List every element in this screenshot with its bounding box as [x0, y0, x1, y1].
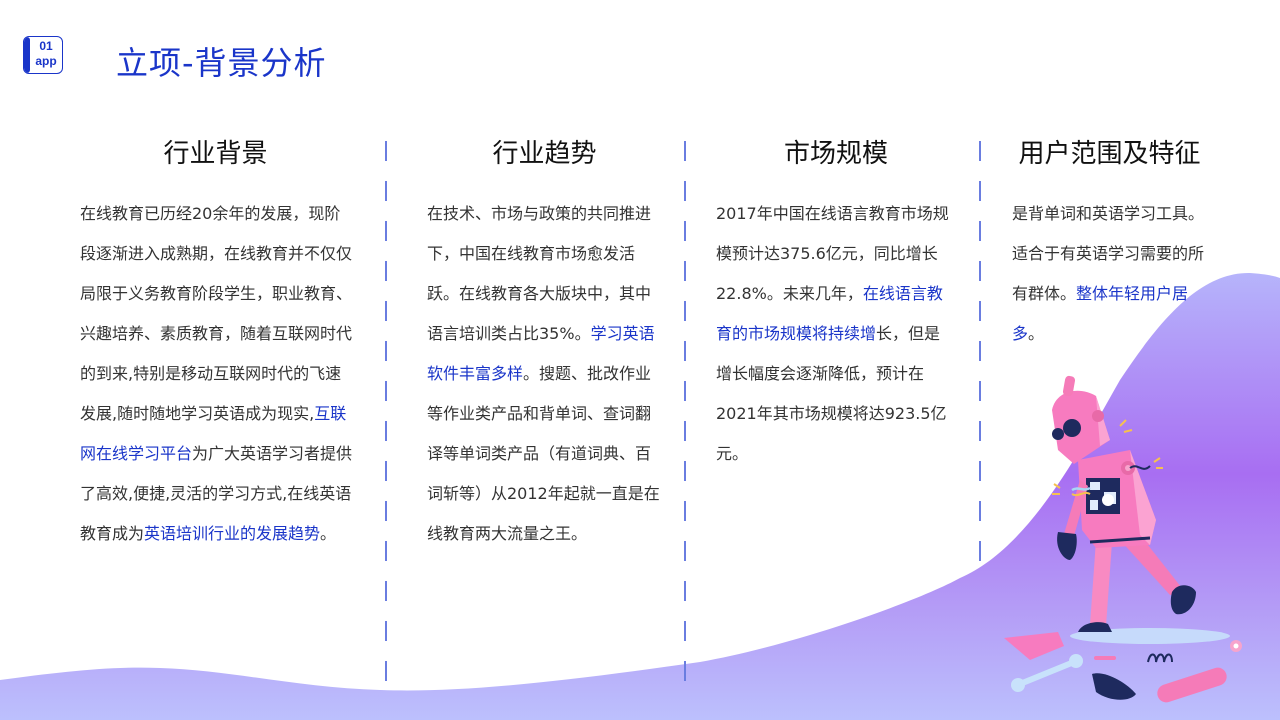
- broken-robot-illustration: [1004, 375, 1242, 703]
- column-body: 2017年中国在线语言教育市场规模预计达375.6亿元，同比增长22.8%。未来…: [716, 194, 956, 474]
- highlight-text: 互联网在线学习平台: [80, 404, 347, 463]
- highlight-text: 在线语言教育的市场规模将持续增: [716, 284, 943, 343]
- column-industry-trend: 行业趋势 在技术、市场与政策的共同推进下，中国在线教育市场愈发活跃。在线教育各大…: [427, 136, 662, 554]
- column-divider: [684, 141, 686, 681]
- body-text: 2017年中国在线语言教育市场规模预计达375.6亿元，同比增长22.8%。未来…: [716, 204, 949, 303]
- column-title: 行业趋势: [492, 139, 597, 169]
- column-industry-background: 行业背景 在线教育已历经20余年的发展，现阶段逐渐进入成熟期，在线教育并不仅仅局…: [80, 136, 355, 554]
- highlight-text: 学习英语软件丰富多样: [427, 324, 655, 383]
- page-title: 立项-背景分析: [116, 44, 327, 82]
- column-title: 用户范围及特征: [1018, 139, 1201, 169]
- body-text: 在线教育已历经20余年的发展，现阶段逐渐进入成熟期，在线教育并不仅仅局限于义务教…: [80, 204, 353, 423]
- body-text: 。: [1028, 324, 1045, 343]
- body-text: 。: [320, 524, 337, 543]
- column-market-size: 市场规模 2017年中国在线语言教育市场规模预计达375.6亿元，同比增长22.…: [716, 136, 956, 474]
- column-user-profile: 用户范围及特征 是背单词和英语学习工具。适合于有英语学习需要的所有群体。整体年轻…: [1012, 136, 1212, 354]
- highlight-text: 整体年轻用户居多: [1012, 284, 1189, 343]
- column-divider: [979, 141, 981, 571]
- column-title: 行业背景: [163, 139, 268, 169]
- column-title: 市场规模: [783, 139, 888, 169]
- body-text: 。搜题、批改作业等作业类产品和背单词、查词翻译等单词类产品（有道词典、百词斩等）…: [427, 364, 660, 543]
- column-divider: [385, 141, 387, 681]
- badge-text: 01 app: [32, 39, 60, 69]
- badge-number: 01: [39, 39, 53, 53]
- highlight-text: 英语培训行业的发展趋势: [144, 524, 321, 543]
- badge-label: app: [35, 54, 57, 68]
- body-text: 长，但是增长幅度会逐渐降低，预计在2021年其市场规模将达923.5亿元。: [716, 324, 947, 463]
- body-text: 是背单词和英语学习工具。适合于有英语学习需要的所有群体。: [1012, 204, 1205, 303]
- column-body: 是背单词和英语学习工具。适合于有英语学习需要的所有群体。整体年轻用户居多。: [1012, 194, 1212, 354]
- body-text: 为广大英语学习者提供了高效,便捷,灵活的学习方式,在线英语教育成为: [80, 444, 353, 543]
- section-number-badge: 01 app: [23, 36, 63, 74]
- badge-binding-bar: [24, 37, 30, 73]
- body-text: 在技术、市场与政策的共同推进下，中国在线教育市场愈发活跃。在线教育各大版块中，其…: [427, 204, 652, 343]
- column-body: 在技术、市场与政策的共同推进下，中国在线教育市场愈发活跃。在线教育各大版块中，其…: [427, 194, 662, 554]
- column-body: 在线教育已历经20余年的发展，现阶段逐渐进入成熟期，在线教育并不仅仅局限于义务教…: [80, 194, 355, 554]
